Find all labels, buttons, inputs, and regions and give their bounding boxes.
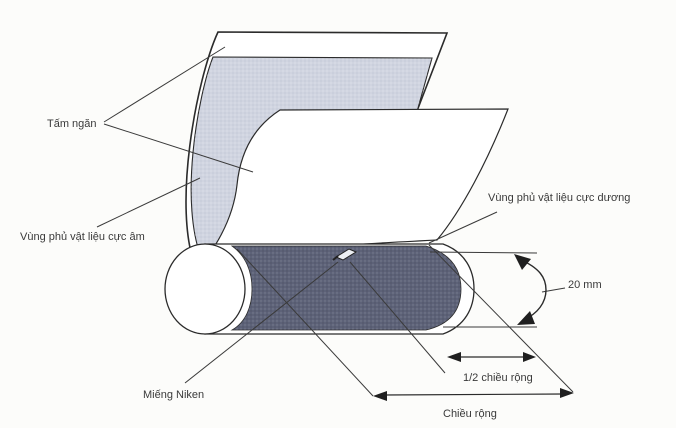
- arc-arrowhead-bottom: [517, 311, 535, 325]
- leader-nickel-tab: [184, 261, 339, 384]
- arc-dimension-20mm: [518, 258, 547, 321]
- label-full-width: Chiều rộng: [443, 408, 497, 420]
- label-half-width: 1/2 chiều rộng: [463, 372, 533, 384]
- nickel-tab: [334, 248, 358, 261]
- label-separator: Tấm ngăn: [47, 118, 97, 130]
- leader-separator-upper: [103, 46, 226, 123]
- roll-end-cap: [164, 243, 246, 335]
- full-width-arrow-right: [560, 388, 574, 398]
- label-negative-area: Vùng phủ vật liệu cực âm: [20, 231, 145, 243]
- leader-separator-lower: [103, 123, 254, 173]
- extension-line-tab-to-half-width: [349, 261, 446, 374]
- half-width-arrow-left: [447, 352, 461, 362]
- label-20mm: 20 mm: [568, 279, 602, 291]
- extension-line-left-end: [236, 248, 374, 397]
- full-width-arrow-left: [373, 391, 387, 401]
- arc-arrowhead-top: [514, 254, 531, 270]
- extension-line-20mm-top: [429, 251, 538, 254]
- leader-positive-area: [428, 211, 498, 244]
- extension-line-right-end: [428, 244, 574, 393]
- leader-lines: [96, 46, 574, 397]
- nickel-tab-foot: [332, 255, 339, 261]
- positive-band-halftone-texture: [232, 246, 461, 330]
- half-width-arrow-right: [523, 352, 536, 362]
- label-positive-area: Vùng phủ vật liệu cực dương: [488, 192, 630, 204]
- label-nickel-tab: Miếng Niken: [143, 389, 204, 401]
- full-width-dimension-line: [382, 393, 564, 396]
- leader-negative-area: [96, 177, 201, 228]
